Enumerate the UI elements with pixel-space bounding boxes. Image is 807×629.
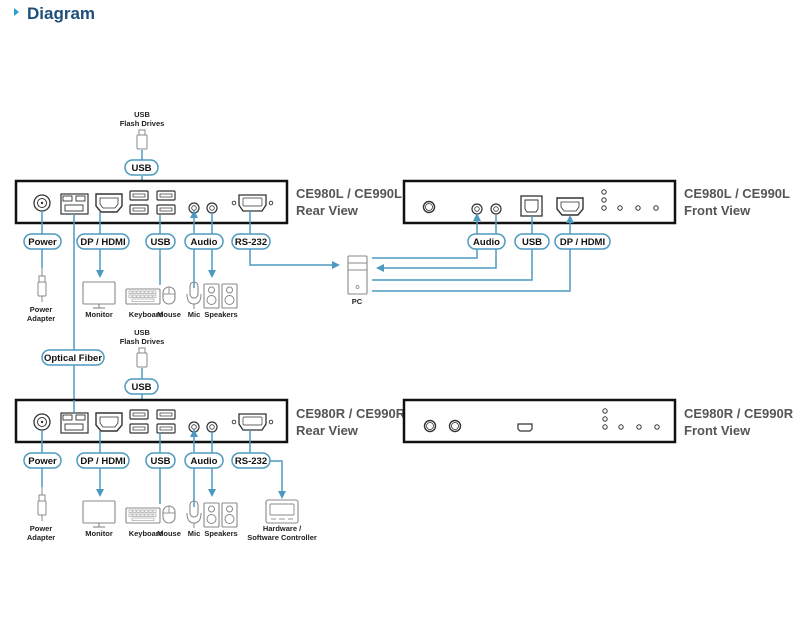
badge-audio-remote: Audio — [184, 452, 224, 469]
power-adapter-label-2-remote: Adapter — [27, 533, 55, 542]
speakers-label: Speakers — [204, 310, 237, 319]
controller-icon — [265, 499, 299, 524]
svg-text:Power: Power — [28, 456, 57, 467]
svg-text:Audio: Audio — [473, 237, 500, 248]
power-adapter-icon-remote — [37, 486, 47, 522]
usb-flash-label-2: Flash Drives — [120, 119, 165, 128]
power-adapter-label-1-remote: Power — [30, 524, 53, 533]
svg-text:DP / HDMI: DP / HDMI — [560, 237, 605, 248]
keyboard-label-remote: Keyboard — [129, 529, 164, 538]
monitor-label: Monitor — [85, 310, 113, 319]
power-adapter-label-2: Adapter — [27, 314, 55, 323]
remote-rear-device-box — [14, 398, 289, 444]
svg-text:Audio: Audio — [191, 456, 218, 467]
badge-usb: USB — [145, 233, 176, 250]
mouse-label-remote: Mouse — [157, 529, 181, 538]
badge-front-usb: USB — [514, 233, 550, 250]
local-rear-device-box — [14, 179, 289, 225]
remote-front-view: Front View — [684, 423, 751, 438]
svg-text:RS-232: RS-232 — [235, 237, 267, 248]
badge-power: Power — [23, 233, 62, 250]
usb-flash-drive-icon-remote — [136, 347, 148, 368]
svg-text:USB: USB — [522, 237, 542, 248]
badge-power-remote: Power — [23, 452, 62, 469]
controller-label-2: Software Controller — [247, 533, 317, 542]
controller-label-1: Hardware / — [263, 524, 302, 533]
usb-flash-label-1-remote: USB — [134, 328, 150, 337]
svg-text:USB: USB — [150, 456, 170, 467]
usb-flash-drive-icon — [136, 129, 148, 150]
badge-dp-hdmi: DP / HDMI — [76, 233, 130, 250]
badge-front-audio: Audio — [467, 233, 506, 250]
badge-usb-top: USB — [124, 159, 159, 176]
mic-label-remote: Mic — [188, 529, 201, 538]
local-front-panel: CE980L / CE990L Front View Audio USB DP … — [347, 179, 790, 306]
section-header: Diagram — [14, 4, 95, 24]
remote-rear-view: Rear View — [296, 423, 359, 438]
local-rear-view: Rear View — [296, 203, 359, 218]
remote-front-device-box — [402, 398, 677, 444]
mic-label: Mic — [188, 310, 201, 319]
remote-rear-model: CE980R / CE990R — [296, 406, 406, 421]
section-title: Diagram — [27, 4, 96, 23]
svg-text:USB: USB — [131, 382, 151, 393]
badge-front-dp-hdmi: DP / HDMI — [554, 233, 611, 250]
monitor-label-remote: Monitor — [85, 529, 113, 538]
svg-text:Power: Power — [28, 237, 57, 248]
keyboard-label: Keyboard — [129, 310, 164, 319]
usb-flash-label-2-remote: Flash Drives — [120, 337, 165, 346]
local-rear-model: CE980L / CE990L — [296, 186, 402, 201]
svg-text:DP / HDMI: DP / HDMI — [80, 237, 125, 248]
bullet-icon — [14, 8, 19, 16]
local-front-view: Front View — [684, 203, 751, 218]
badge-dp-hdmi-remote: DP / HDMI — [76, 452, 130, 469]
peripheral-icons — [82, 281, 238, 310]
mouse-label: Mouse — [157, 310, 181, 319]
svg-text:RS-232: RS-232 — [235, 456, 267, 467]
svg-text:USB: USB — [150, 237, 170, 248]
badge-audio: Audio — [184, 233, 224, 250]
local-front-device-box — [402, 179, 677, 225]
power-adapter-icon — [37, 267, 47, 303]
local-rear-panel: USB Flash Drives CE980L / CE990L Rear Vi… — [14, 110, 402, 403]
power-adapter-label-1: Power — [30, 305, 53, 314]
pc-label: PC — [352, 297, 363, 306]
peripheral-icons-remote — [82, 500, 238, 529]
remote-front-panel: CE980R / CE990R Front View — [402, 398, 794, 444]
badge-rs232-remote: RS-232 — [231, 452, 271, 469]
local-front-model: CE980L / CE990L — [684, 186, 790, 201]
remote-rear-panel: USB Flash Drives CE980R / CE990R Rear Vi… — [14, 328, 406, 542]
speakers-label-remote: Speakers — [204, 529, 237, 538]
svg-text:Optical Fiber: Optical Fiber — [44, 353, 102, 364]
badge-rs232: RS-232 — [231, 233, 271, 250]
badge-optical-fiber: Optical Fiber — [41, 349, 105, 366]
badge-usb-top-remote: USB — [124, 378, 159, 395]
usb-flash-label-1: USB — [134, 110, 150, 119]
badge-usb-remote: USB — [145, 452, 176, 469]
svg-text:Audio: Audio — [191, 237, 218, 248]
svg-text:USB: USB — [131, 163, 151, 174]
svg-text:DP / HDMI: DP / HDMI — [80, 456, 125, 467]
pc-icon — [347, 255, 368, 295]
remote-front-model: CE980R / CE990R — [684, 406, 794, 421]
